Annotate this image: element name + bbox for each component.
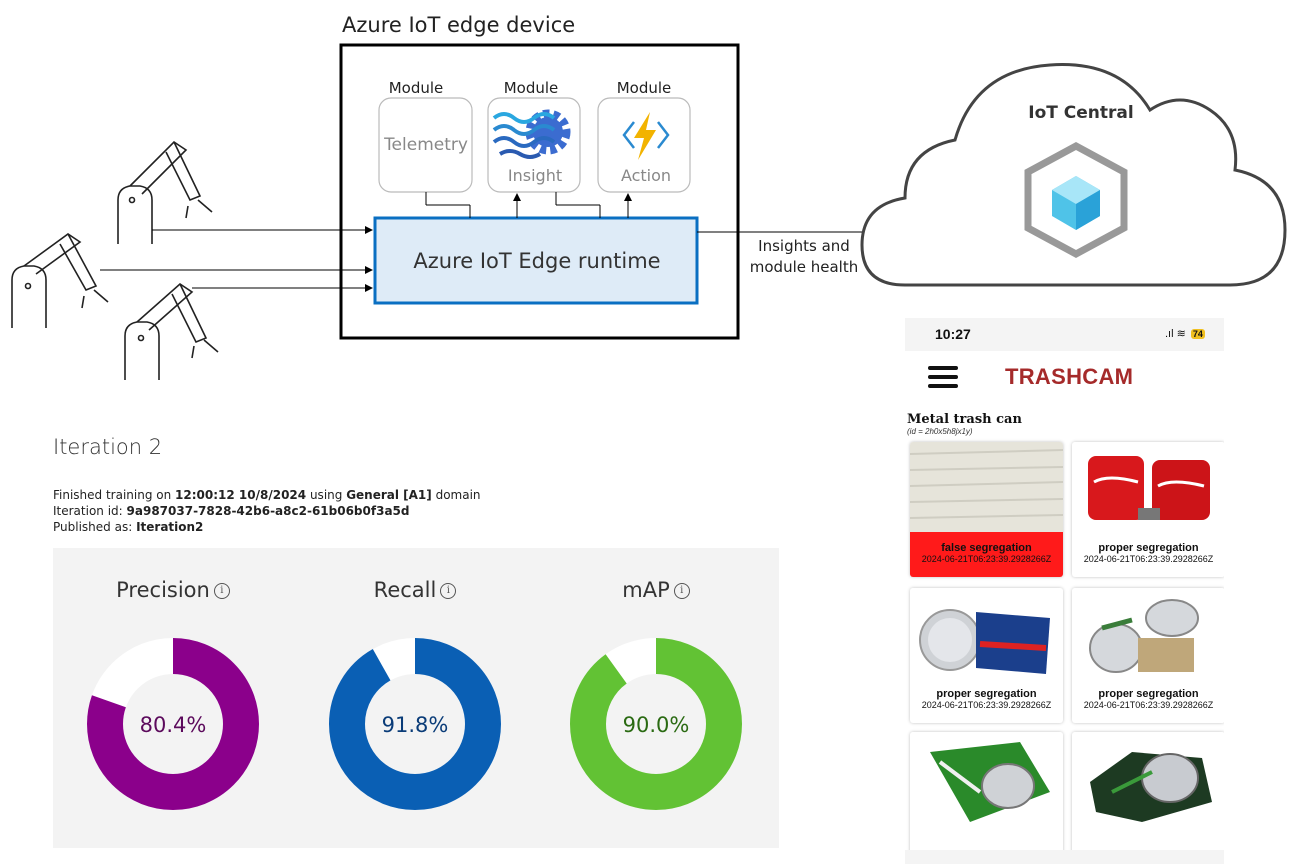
- cloud-label: IoT Central: [1028, 103, 1133, 123]
- finished-prefix: Finished training on: [53, 488, 176, 502]
- edge-output-label-line2: module health: [750, 258, 858, 276]
- metric-value-precision: 80.4%: [139, 713, 207, 737]
- finished-time: 12:00:12 10/8/2024: [175, 488, 307, 502]
- capture-timestamp: 2024-06-21T06:23:39.2928266Z: [1083, 554, 1214, 564]
- trash-can-id: (id = 2h0x5h8jx1y): [907, 427, 973, 436]
- donut-arc: [87, 638, 259, 810]
- robot-arm-icon: [117, 140, 213, 244]
- trash-photo: [910, 588, 1063, 678]
- status-bar: 10:27 .ıl ≋ 74: [905, 318, 1224, 351]
- robot-arm-icon: [11, 233, 109, 328]
- capture-timestamp: 2024-06-21T06:23:39.2928266Z: [1083, 700, 1214, 710]
- metric-donut-recall: [329, 638, 501, 810]
- trash-photo-card[interactable]: [910, 732, 1063, 864]
- cloud-shape: [860, 63, 1287, 287]
- app-title: TRASHCAM: [1005, 364, 1134, 389]
- edge-output-label-line1: Insights and: [758, 237, 850, 255]
- metric-name: Precision: [116, 578, 210, 602]
- using-text: using: [306, 488, 347, 502]
- trash-photo: [910, 732, 1063, 822]
- wave-gear-icon: [492, 109, 571, 159]
- domain-suffix: domain: [431, 488, 481, 502]
- trash-photo-card[interactable]: [1072, 732, 1224, 864]
- iteration-id-label: Iteration id:: [53, 504, 127, 518]
- metric-name: mAP: [622, 578, 670, 602]
- domain-name: General [A1]: [346, 488, 432, 502]
- edge-device-title: Azure IoT edge device: [342, 13, 575, 37]
- robot-arm-icon: [124, 282, 219, 380]
- battery-icon: 74: [1190, 329, 1205, 339]
- capture-timestamp: 2024-06-21T06:23:39.2928266Z: [921, 700, 1052, 710]
- trash-photo: [1072, 588, 1224, 678]
- training-info: Finished training on 12:00:12 10/8/2024 …: [53, 487, 481, 503]
- telemetry-module-name: Telemetry: [383, 135, 468, 155]
- trashcam-phone-screen: 10:27 .ıl ≋ 74 TRASHCAM Metal trash can …: [905, 318, 1224, 864]
- edge-device-frame: [339, 43, 740, 340]
- iteration-id-value: 9a987037-7828-42b6-a8c2-61b06b0f3a5d: [126, 504, 410, 518]
- trash-photo: [910, 442, 1063, 532]
- menu-icon[interactable]: [928, 366, 958, 388]
- trash-can-name: Metal trash can: [907, 412, 1022, 427]
- signal-icon: .ıl: [1165, 328, 1174, 340]
- edge-runtime-box: [373, 216, 699, 305]
- trash-photo: [1072, 442, 1224, 532]
- info-icon[interactable]: i: [673, 583, 690, 599]
- donut-arc: [329, 638, 501, 810]
- status-time: 10:27: [935, 326, 971, 342]
- architecture-diagram: Azure IoT edge device Module Module Modu…: [11, 13, 1287, 380]
- trash-photo: [1072, 732, 1224, 822]
- info-icon[interactable]: i: [213, 583, 230, 599]
- iteration-id-row: Iteration id: 9a987037-7828-42b6-a8c2-61…: [53, 503, 481, 519]
- segregation-status: false segregation: [941, 542, 1032, 554]
- metric-value-map: 90.0%: [622, 713, 690, 737]
- segregation-status: proper segregation: [1098, 542, 1199, 554]
- capture-timestamp: 2024-06-21T06:23:39.2928266Z: [921, 554, 1052, 564]
- module-caption: Module: [504, 79, 559, 97]
- segregation-status: proper segregation: [1098, 688, 1199, 700]
- metric-donut-precision: [87, 638, 259, 810]
- lightning-code-icon: [622, 112, 670, 160]
- metric-name: Recall: [373, 578, 437, 602]
- metric-donut-map: [570, 638, 742, 810]
- published-label: Published as:: [53, 520, 137, 534]
- edge-runtime-label: Azure IoT Edge runtime: [413, 249, 660, 273]
- published-row: Published as: Iteration2: [53, 519, 481, 535]
- bottom-bar: [905, 850, 1224, 864]
- module-caption: Module: [389, 79, 444, 97]
- iteration-meta: Finished training on 12:00:12 10/8/2024 …: [53, 487, 481, 535]
- wifi-icon: ≋: [1176, 328, 1186, 340]
- info-icon[interactable]: i: [440, 583, 457, 599]
- iot-central-cube-icon: [1024, 142, 1128, 258]
- insight-module-name: Insight: [508, 166, 562, 185]
- metric-value-recall: 91.8%: [381, 713, 449, 737]
- module-caption: Module: [617, 79, 672, 97]
- segregation-status: proper segregation: [936, 688, 1037, 700]
- iteration-title: Iteration 2: [53, 435, 163, 459]
- status-icons: .ıl ≋ 74: [1165, 327, 1205, 340]
- published-value: Iteration2: [136, 520, 204, 534]
- action-module-name: Action: [621, 166, 671, 185]
- donut-arc: [570, 638, 742, 810]
